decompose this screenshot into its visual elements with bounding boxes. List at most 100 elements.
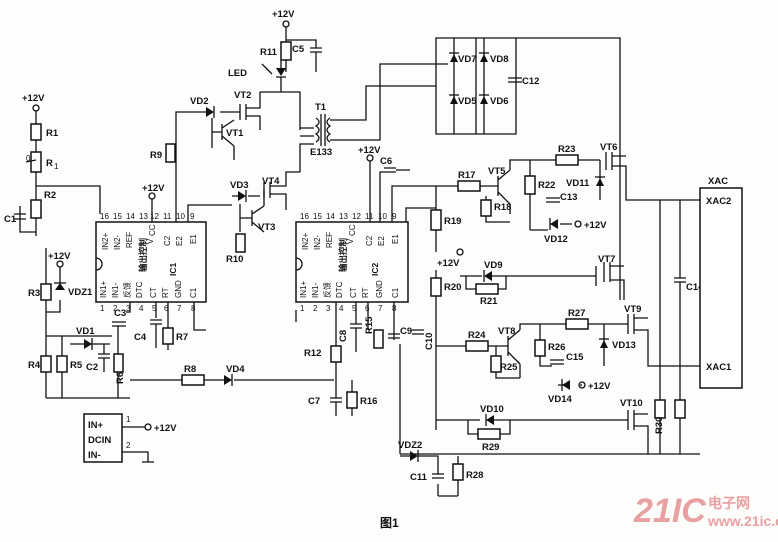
upper-driver: R11 C5 LED VD2 VT1 R9 VT2 T1 E133 VD3 VT…	[150, 27, 448, 265]
resistor-r6	[113, 353, 124, 373]
svg-text:VD12: VD12	[544, 234, 568, 245]
svg-text:VD14: VD14	[548, 394, 572, 405]
supply-label-top: +12V	[272, 9, 295, 20]
svg-text:R20: R20	[444, 282, 461, 293]
ic2: 16 15 14 13 12 11 10 9 IN2+ IN2- REF V C…	[295, 156, 436, 416]
svg-text:13: 13	[339, 212, 348, 221]
svg-text:R21: R21	[480, 296, 498, 307]
svg-text:C2: C2	[365, 235, 374, 246]
zener-vdz2	[410, 451, 418, 461]
figure-caption: 图1	[380, 516, 399, 530]
resistor-r18	[430, 209, 442, 231]
svg-text:2: 2	[126, 441, 131, 450]
svg-text:R29: R29	[482, 442, 499, 453]
capacitor-c9: C9	[400, 326, 412, 337]
resistor-r27	[452, 463, 464, 481]
resistor-r16	[457, 180, 481, 192]
diode-vd14	[562, 380, 570, 390]
resistor-r5	[56, 355, 68, 373]
resistor-r3	[40, 283, 52, 301]
ic2-top-pins: IN2+ IN2- REF V CC C2 E2 E1	[301, 224, 400, 250]
supply-label-dcin: +12V	[154, 423, 177, 434]
svg-text:REF: REF	[325, 232, 334, 248]
diode-vd2	[206, 107, 214, 117]
resistor-r8	[181, 374, 205, 386]
resistor-r10	[235, 233, 246, 253]
capacitor-c5: C5	[292, 44, 305, 55]
ic1-block: 输出控制	[138, 237, 148, 272]
capacitor-c1: C1	[4, 214, 17, 225]
svg-text:10: 10	[176, 212, 185, 221]
svg-text:IN1-: IN1-	[311, 283, 320, 298]
svg-text:7: 7	[378, 304, 383, 313]
transistor-vt4: VT4	[262, 176, 280, 187]
svg-text:R16: R16	[360, 396, 377, 407]
svg-text:VD13: VD13	[612, 340, 636, 351]
resistor-r4	[40, 355, 52, 373]
svg-text:VD1: VD1	[76, 326, 95, 337]
resistor-r23	[465, 340, 489, 352]
svg-text:R30: R30	[654, 417, 665, 434]
supply-nodes: +12V +12V +12V +12V +12V +12V +12V +12V …	[22, 9, 611, 434]
transistor-vt5: VT5	[488, 166, 506, 177]
ic1-name: IC1	[168, 263, 178, 277]
svg-text:电子网: 电子网	[708, 495, 750, 511]
svg-text:14: 14	[326, 212, 335, 221]
transistor-vt1: VT1	[226, 128, 244, 139]
ic1-bottom-pins: IN1+ IN1- 反馈 DTC CT RT GND C1	[99, 280, 198, 298]
svg-text:IN-: IN-	[88, 450, 101, 461]
svg-text:16: 16	[100, 212, 109, 221]
ic2-bottom-numbers: 1 2 3 4 5 6 7 8	[300, 304, 397, 313]
diode-vd3	[238, 191, 246, 201]
xac-pin-lower: XAC1	[706, 362, 732, 373]
transistor-vt2: VT2	[234, 90, 251, 101]
svg-text:11: 11	[163, 212, 172, 221]
svg-text:VD3: VD3	[230, 180, 248, 191]
capacitor-c4: C4	[134, 332, 147, 343]
svg-text:12: 12	[352, 212, 361, 221]
supply-label-left: +12V	[22, 93, 45, 104]
svg-text:V: V	[346, 238, 355, 244]
resistor-r17	[480, 199, 492, 217]
diode-vd1	[84, 339, 92, 349]
svg-text:R3: R3	[28, 288, 40, 299]
resistor-r14	[373, 329, 384, 349]
capacitor-c8: C8	[338, 330, 349, 342]
svg-text:反馈: 反馈	[322, 282, 332, 298]
diode-vd9	[484, 271, 492, 281]
svg-text:14: 14	[126, 212, 135, 221]
svg-text:CC: CC	[348, 224, 357, 236]
transformer-ref: T1	[315, 102, 327, 113]
svg-text:12: 12	[150, 212, 159, 221]
svg-text:R4: R4	[28, 360, 41, 371]
ic2-top-numbers: 16 15 14 13 12 11 10 9	[300, 212, 397, 221]
svg-text:R6: R6	[115, 372, 126, 384]
capacitor-c3: C3	[114, 308, 126, 319]
resistor-r9	[165, 143, 176, 163]
svg-text:R8: R8	[184, 364, 196, 375]
svg-text:IN2-: IN2-	[313, 235, 322, 250]
svg-text:R1: R1	[46, 128, 59, 139]
watermark-logo: 21IC 电子网 www.21ic.com	[633, 492, 778, 530]
resistor-r20	[475, 283, 499, 295]
transistor-vt9: VT9	[624, 304, 641, 315]
transistor-vt10: VT10	[620, 398, 643, 409]
resistor-r29	[654, 399, 666, 419]
svg-text:2: 2	[313, 304, 318, 313]
svg-text:VD5: VD5	[458, 96, 477, 107]
ic2-bottom-pins: IN1+ IN1- 反馈 DTC CT RT GND C1	[299, 280, 400, 298]
svg-text:VD6: VD6	[490, 96, 508, 107]
ic2-name: IC2	[370, 263, 380, 277]
input-section: R1 R 1 0 R2 C1 R3 VDZ1 R4 R5 VD1 C2 R6 C…	[4, 111, 131, 399]
svg-text:IN2-: IN2-	[113, 235, 122, 250]
feedback-link: R8 VD4	[130, 364, 334, 386]
svg-text:VD2: VD2	[190, 96, 208, 107]
svg-text:VD4: VD4	[226, 364, 245, 375]
svg-text:IN1+: IN1+	[299, 281, 308, 298]
svg-text:15: 15	[313, 212, 322, 221]
supply-label-ic2: +12V	[358, 145, 381, 156]
svg-text:DTC: DTC	[335, 281, 344, 298]
svg-text:R15: R15	[364, 316, 375, 334]
svg-text:R22: R22	[538, 180, 555, 191]
transformer-secondary	[326, 117, 332, 143]
